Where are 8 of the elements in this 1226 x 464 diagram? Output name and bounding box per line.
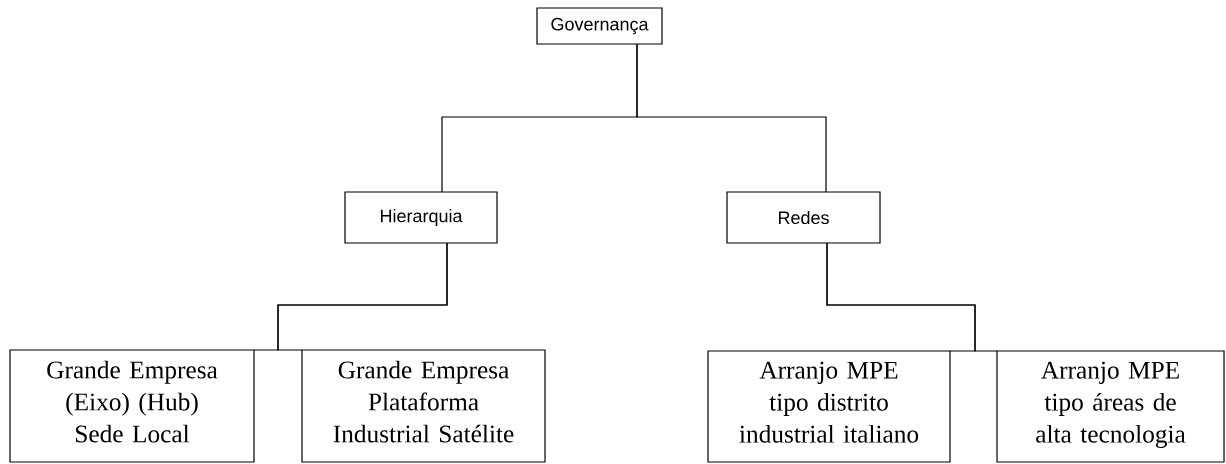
process-box: Grande Empresa Plataforma Industrial Satélite	[301, 349, 546, 463]
process-box: Hierarquia	[344, 191, 498, 244]
process-box: Governança	[536, 7, 663, 45]
process-box: Arranjo MPE tipo áreas de alta tecnologia	[996, 350, 1225, 463]
process-box: Arranjo MPE tipo distrito industrial italiano	[707, 350, 951, 463]
process-box: Grande Empresa (Eixo) (Hub) Sede Local	[9, 349, 255, 463]
connector	[636, 43, 827, 193]
process-box: Redes	[726, 191, 881, 244]
